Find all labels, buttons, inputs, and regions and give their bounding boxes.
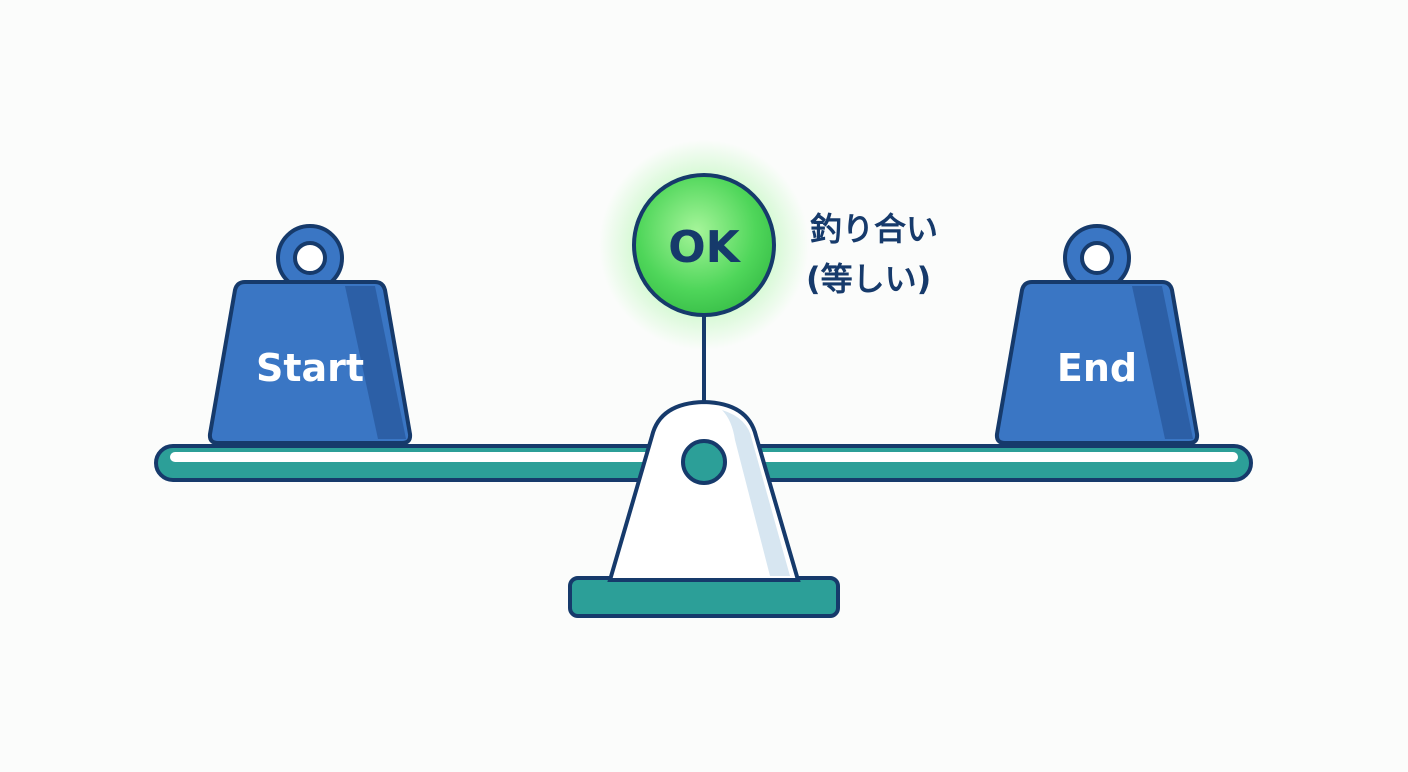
weight-start: Start (207, 224, 413, 445)
weight-end-label: End (1057, 346, 1137, 390)
ok-indicator: OK (632, 173, 776, 317)
balance-note: 釣り合い (等しい) (806, 210, 938, 298)
note-line-1: 釣り合い (810, 210, 938, 248)
note-line-2: (等しい) (806, 260, 931, 298)
ok-indicator-circle (632, 173, 776, 317)
pivot-pin (681, 439, 727, 485)
weight-end-handle-hole (1080, 241, 1114, 275)
weight-start-shade (345, 286, 406, 439)
weight-start-label: Start (256, 346, 364, 390)
weight-end: End (994, 224, 1200, 445)
fulcrum-shade (722, 410, 790, 576)
fulcrum (607, 399, 801, 582)
weight-start-handle-hole (293, 241, 327, 275)
fulcrum-base (568, 576, 840, 618)
ok-label: OK (668, 222, 741, 273)
weight-end-shade (1132, 286, 1193, 439)
